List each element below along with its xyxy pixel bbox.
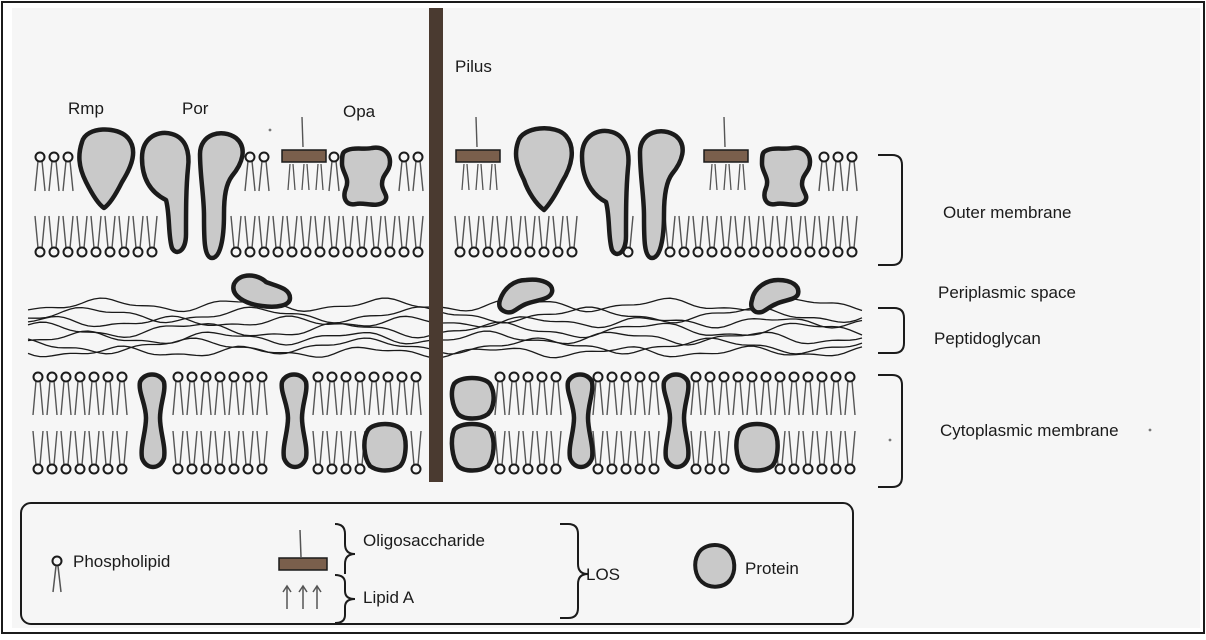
cytoplasmic-membrane-label: Cytoplasmic membrane (940, 421, 1119, 440)
cm-protein-4 (452, 378, 494, 419)
protein-legend-icon (695, 545, 734, 587)
opa-protein-2 (762, 148, 810, 205)
legend-los-label: LOS (586, 565, 620, 584)
legend-oligosaccharide-label: Oligosaccharide (363, 531, 485, 550)
opa-label: Opa (343, 102, 376, 121)
por-label: Por (182, 99, 209, 118)
legend-lipid-a-label: Lipid A (363, 588, 415, 607)
opa-protein (342, 148, 390, 205)
pilus-fiber (429, 8, 443, 482)
periplasmic-space-label: Periplasmic space (938, 283, 1076, 302)
legend: Phospholipid Oligosaccharide Lipid A LOS… (21, 503, 853, 624)
rmp-label: Rmp (68, 99, 104, 118)
outer-membrane-label: Outer membrane (943, 203, 1072, 222)
peptidoglycan-label: Peptidoglycan (934, 329, 1041, 348)
legend-protein-label: Protein (745, 559, 799, 578)
cm-protein-5 (452, 424, 494, 471)
pilus-label: Pilus (455, 57, 492, 76)
cm-protein-8 (736, 424, 777, 471)
cm-protein-3 (364, 424, 405, 471)
legend-phospholipid-label: Phospholipid (73, 552, 170, 571)
